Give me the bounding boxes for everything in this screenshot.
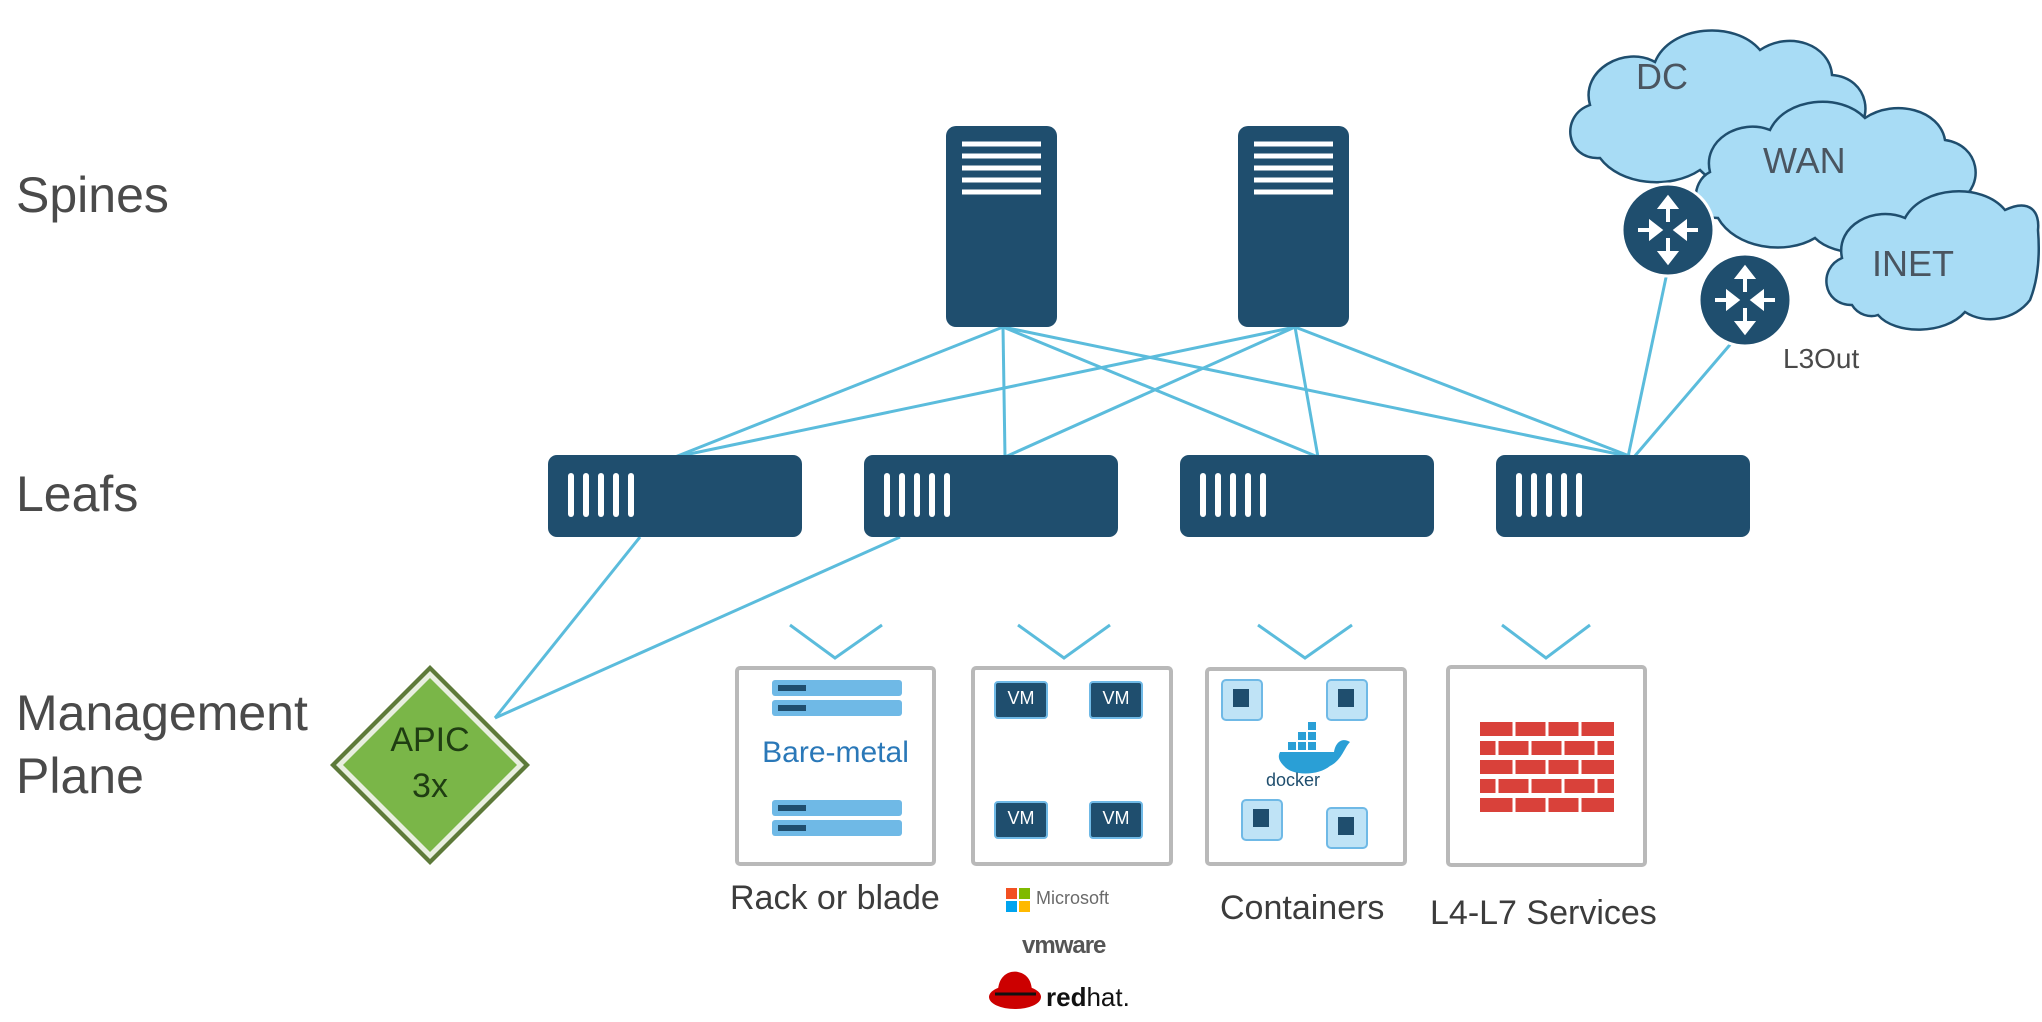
caption-l4-l7-services: L4-L7 Services <box>1430 894 1657 932</box>
redhat-wordmark-bold: red <box>1046 982 1087 1012</box>
leaf-switch-3 <box>1180 455 1434 537</box>
cloud-inet <box>1825 190 2040 331</box>
apic-count: 3x <box>412 767 448 805</box>
l3out-label: L3Out <box>1783 343 1860 374</box>
vendor-microsoft: Microsoft <box>1036 888 1110 908</box>
caption-rack-or-blade: Rack or blade <box>730 879 940 917</box>
vm-label: VM <box>1007 688 1035 708</box>
leaf-switch-1 <box>548 455 802 537</box>
bare-metal-label: Bare-metal <box>762 736 909 769</box>
cloud-label-dc: DC <box>1636 56 1688 97</box>
leaf-switch-4 <box>1496 455 1750 537</box>
fabric-links <box>493 267 1742 720</box>
docker-whale-icon <box>1278 722 1350 774</box>
microsoft-logo-icon <box>1006 888 1030 912</box>
vm-label: VM <box>1102 688 1130 708</box>
bare-metal-server-icon <box>772 680 902 836</box>
apic-controller <box>330 665 530 865</box>
caption-containers: Containers <box>1220 889 1385 927</box>
vendor-redhat: redhat. <box>1046 982 1130 1013</box>
link-spine1-leaf3 <box>1002 325 1319 459</box>
row-label-leafs: Leafs <box>16 466 139 522</box>
cloud-label-inet: INET <box>1872 243 1955 284</box>
apic-label: APIC <box>390 721 470 759</box>
link-spine2-leaf4 <box>1294 325 1633 459</box>
redhat-logo-icon <box>989 971 1041 1009</box>
link-spine1-leaf1 <box>674 325 1004 459</box>
vm-icons <box>994 681 1143 839</box>
container-icons <box>1221 679 1368 849</box>
row-label-plane: Plane <box>16 748 144 804</box>
router-icon-2 <box>1697 252 1793 348</box>
firewall-icon <box>1480 722 1614 812</box>
router-icon-1 <box>1620 182 1716 278</box>
vendor-vmware: vmware <box>1022 932 1106 959</box>
link-router1-leaf4 <box>1626 267 1670 458</box>
cloud-label-wan: WAN <box>1763 140 1846 181</box>
link-apic-leaf2 <box>494 535 901 720</box>
vm-label: VM <box>1007 808 1035 828</box>
endpoint-connectors <box>789 623 1591 660</box>
link-apic-leaf1 <box>493 536 642 719</box>
leaf-switch-2 <box>864 455 1118 537</box>
spine-switch-1 <box>946 126 1057 327</box>
link-spine2-leaf2 <box>1004 325 1296 459</box>
spine-switch-2 <box>1238 126 1349 327</box>
vm-label: VM <box>1102 808 1130 828</box>
link-spine2-leaf1 <box>674 325 1296 459</box>
docker-label: docker <box>1266 770 1321 790</box>
redhat-wordmark-light: hat. <box>1086 982 1130 1012</box>
link-spine2-leaf3 <box>1293 326 1320 458</box>
link-spine1-leaf4 <box>1002 325 1633 459</box>
row-label-management: Management <box>16 685 308 741</box>
row-label-spines: Spines <box>16 167 169 223</box>
link-router2-leaf4 <box>1632 332 1742 458</box>
link-spine1-leaf2 <box>1001 326 1007 458</box>
